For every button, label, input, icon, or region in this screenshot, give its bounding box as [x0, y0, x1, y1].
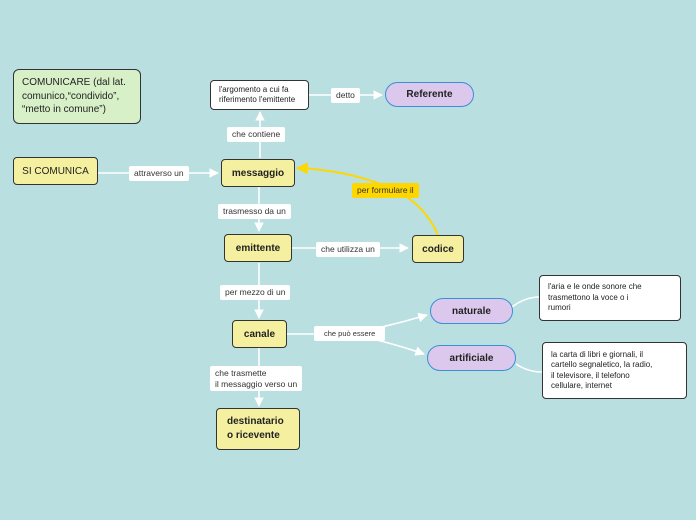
label-che-puo-essere: che può essere — [314, 326, 386, 342]
label-per-formulare-il: per formulare il — [352, 183, 419, 198]
label-che-contiene: che contiene — [227, 127, 286, 142]
node-canale[interactable]: canale — [232, 320, 287, 348]
edge-artificiale-desc — [515, 363, 543, 373]
node-naturale-desc[interactable]: l'aria e le onde sonore che trasmettono … — [539, 275, 681, 321]
label-attraverso-un: attraverso un — [129, 166, 189, 181]
edge-codice-messaggio — [295, 162, 439, 236]
label-trasmesso-da-un: trasmesso da un — [218, 204, 291, 219]
title-note: COMUNICARE (dal lat. comunico,“condivido… — [13, 69, 141, 124]
node-si-comunica[interactable]: SI COMUNICA — [13, 157, 98, 185]
node-argomento[interactable]: l'argomento a cui fa riferimento l'emitt… — [210, 80, 309, 110]
node-destinatario[interactable]: destinatario o ricevente — [216, 408, 300, 450]
label-per-mezzo-di-un: per mezzo di un — [220, 285, 291, 300]
node-emittente[interactable]: emittente — [224, 234, 292, 262]
node-codice[interactable]: codice — [412, 235, 464, 263]
node-messaggio[interactable]: messaggio — [221, 159, 295, 187]
label-detto: detto — [331, 88, 360, 103]
label-che-utilizza-un: che utilizza un — [316, 242, 380, 257]
edge-naturale-desc — [511, 296, 541, 308]
node-artificiale[interactable]: artificiale — [427, 345, 516, 371]
node-referente[interactable]: Referente — [385, 82, 474, 107]
node-artificiale-desc[interactable]: la carta di libri e giornali, il cartell… — [542, 342, 687, 399]
label-che-trasmette: che trasmette il messaggio verso un — [210, 366, 303, 392]
node-naturale[interactable]: naturale — [430, 298, 513, 324]
